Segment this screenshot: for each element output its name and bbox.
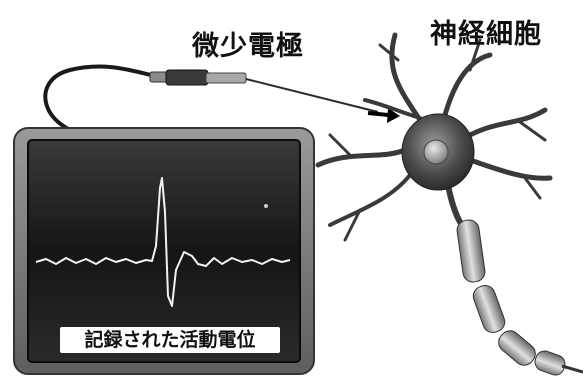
electrode-icon <box>150 70 378 112</box>
recorded-potential-caption: 記録された活動電位 <box>60 327 280 353</box>
microelectrode-label: 微少電極 <box>192 24 304 63</box>
neuron-icon <box>318 35 550 240</box>
neuron-label: 神経細胞 <box>430 12 542 51</box>
myelinated-axon <box>456 219 583 378</box>
electrode-cable <box>45 66 165 136</box>
